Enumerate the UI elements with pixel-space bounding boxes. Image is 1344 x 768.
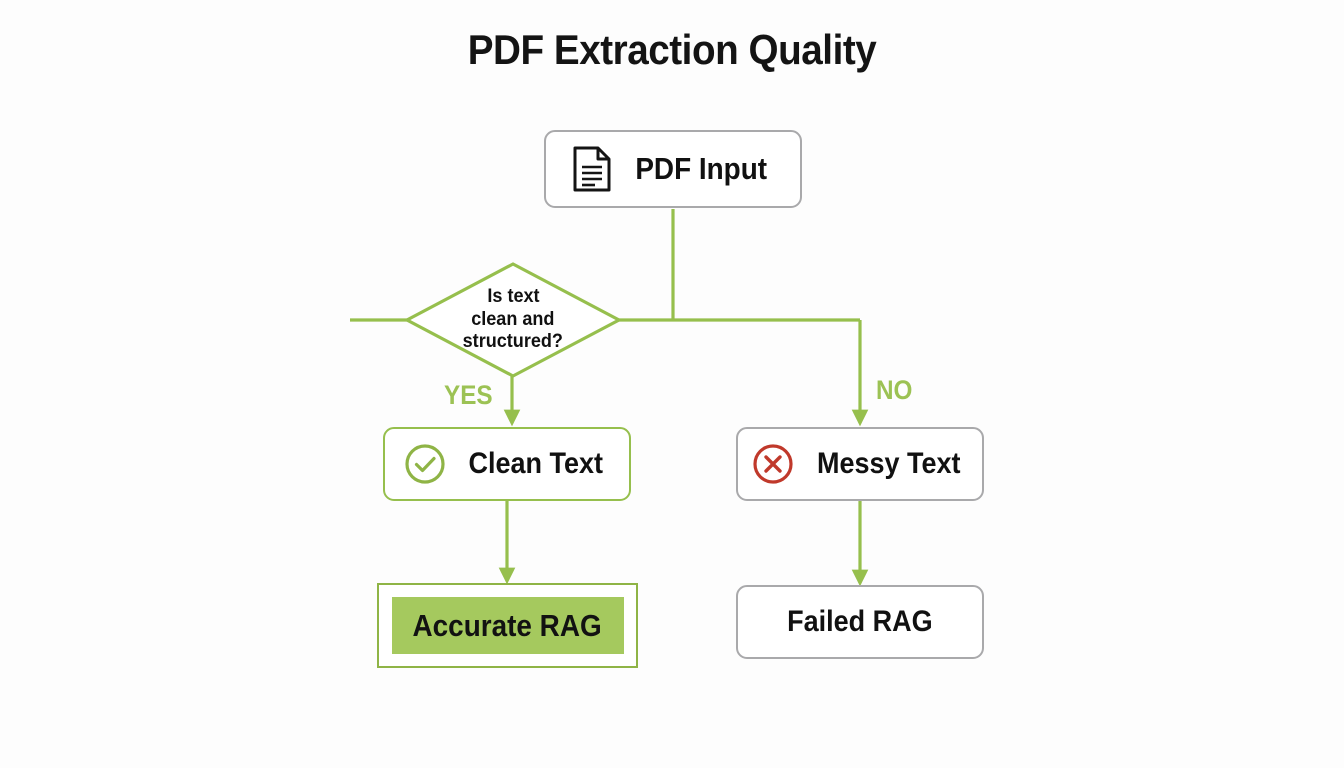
page-title: PDF Extraction Quality [467, 26, 877, 73]
node-messy-text[interactable]: Messy Text [736, 427, 984, 501]
node-decision-text: Is text clean and structured? [407, 264, 619, 376]
x-circle-icon [753, 444, 793, 484]
node-decision[interactable]: Is text clean and structured? [407, 264, 619, 376]
check-circle-icon [405, 444, 445, 484]
node-failed-rag[interactable]: Failed RAG [736, 585, 984, 659]
decision-diamond-outline [403, 262, 623, 378]
node-accurate-rag-highlight: Accurate RAG [391, 597, 624, 654]
node-pdf-input[interactable]: PDF Input [544, 130, 802, 208]
node-accurate-rag-label: Accurate RAG [412, 607, 603, 643]
node-clean-text[interactable]: Clean Text [383, 427, 631, 501]
edge-label-no: NO [876, 375, 913, 405]
decision-line-3: structured? [462, 331, 564, 353]
decision-line-1: Is text [486, 286, 540, 308]
decision-line-2: clean and [471, 308, 555, 330]
node-failed-rag-label: Failed RAG [787, 605, 933, 638]
document-icon [573, 146, 611, 192]
node-messy-text-label: Messy Text [817, 447, 961, 480]
node-pdf-input-label: PDF Input [635, 151, 767, 186]
node-accurate-rag[interactable]: Accurate RAG [377, 583, 638, 668]
node-clean-text-label: Clean Text [468, 447, 604, 480]
edge-label-yes: YES [444, 380, 493, 410]
